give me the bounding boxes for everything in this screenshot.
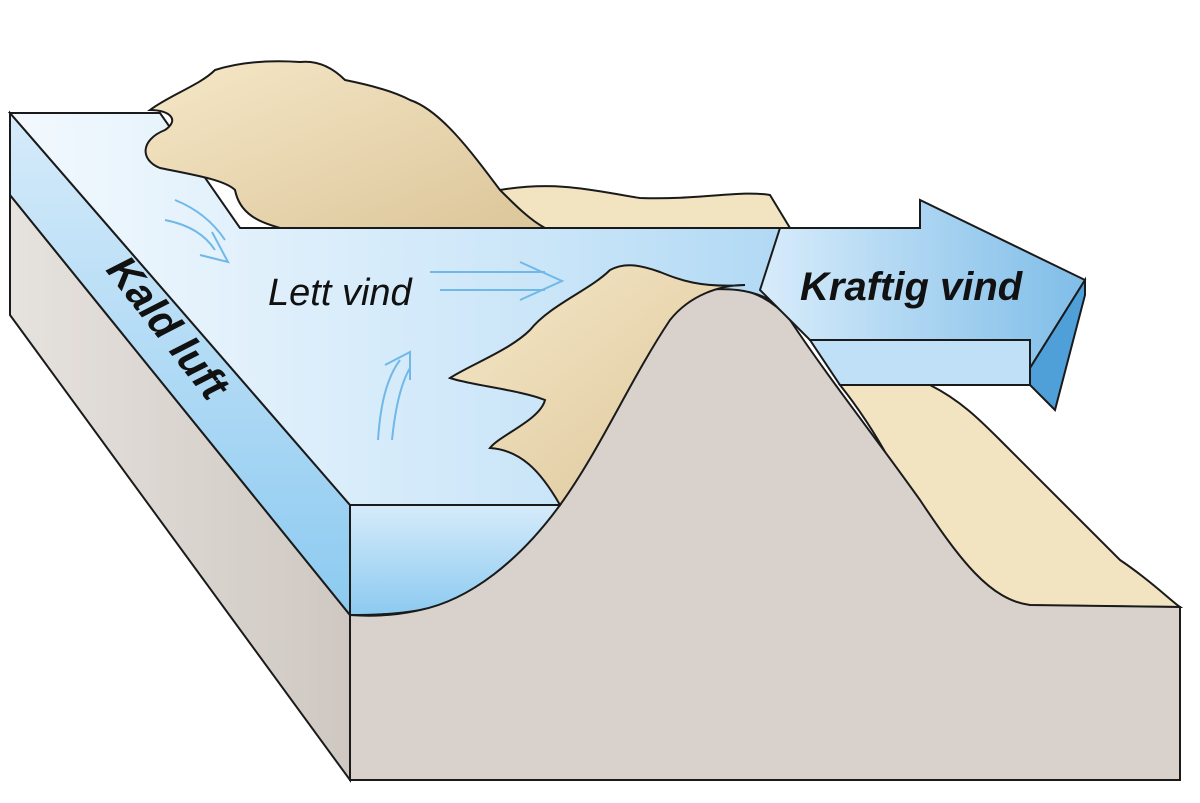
strong-wind-arrow-underside [808, 339, 1031, 386]
light-wind-label: Lett vind [268, 272, 414, 314]
front-mountain-snow [447, 264, 746, 507]
cold-air-front-face [349, 504, 562, 617]
back-terrain-right [499, 185, 792, 229]
light-wind-arrow-icon [164, 199, 565, 441]
back-mountain-left [144, 60, 546, 229]
strong-wind-arrow-tip-side [1029, 276, 1086, 412]
strong-wind-label: Kraftig vind [800, 265, 1024, 309]
